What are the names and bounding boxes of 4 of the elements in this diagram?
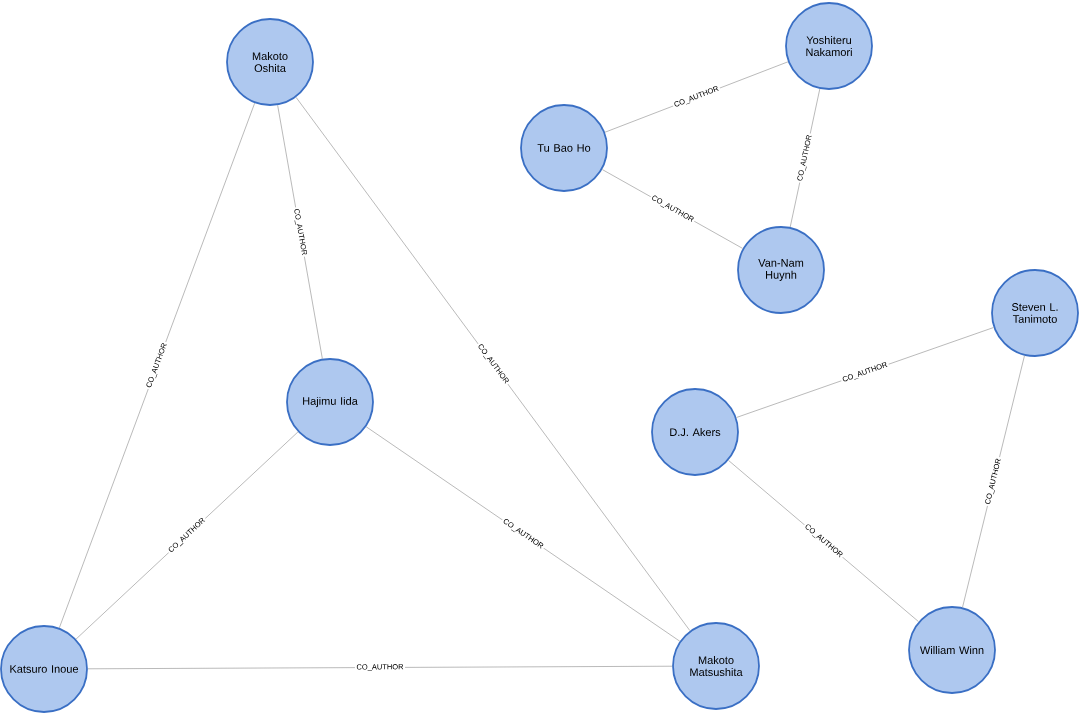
connector-line xyxy=(365,426,681,642)
connector-line xyxy=(295,96,691,632)
connector-line xyxy=(58,102,256,629)
connector-line xyxy=(87,665,673,670)
